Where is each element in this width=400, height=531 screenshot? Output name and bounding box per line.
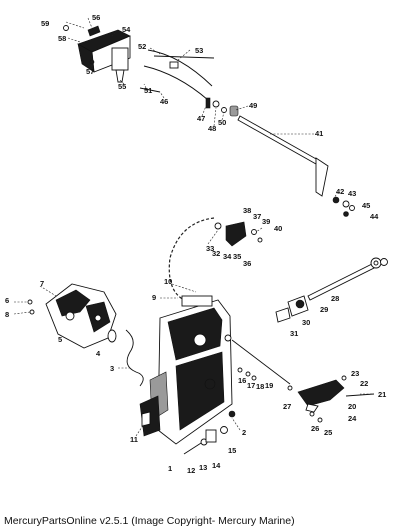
callout-10: 10: [164, 277, 172, 286]
callout-34: 34: [223, 252, 232, 261]
callout-3: 3: [110, 364, 114, 373]
callout-53: 53: [195, 46, 203, 55]
callout-50: 50: [218, 118, 226, 127]
leader-lines: [13, 17, 372, 437]
bracket-38: [214, 221, 263, 247]
callout-14: 14: [212, 461, 221, 470]
callout-30: 30: [302, 318, 310, 327]
callout-24: 24: [348, 414, 357, 423]
callout-32: 32: [212, 249, 220, 258]
wire-3: [125, 329, 144, 387]
callout-58: 58: [58, 34, 66, 43]
callout-4: 4: [96, 349, 101, 358]
callout-44: 44: [370, 212, 379, 221]
lever-assembly: [231, 339, 375, 423]
callout-21: 21: [378, 390, 386, 399]
callout-6: 6: [5, 296, 9, 305]
callout-19: 19: [265, 381, 273, 390]
callout-2: 2: [242, 428, 246, 437]
callout-33: 33: [206, 244, 214, 253]
callout-37: 37: [253, 212, 261, 221]
callout-39: 39: [262, 217, 270, 226]
callout-45: 45: [362, 201, 370, 210]
callout-15: 15: [228, 446, 236, 455]
shaft-28: [275, 257, 388, 323]
callout-7: 7: [40, 279, 44, 288]
callout-29: 29: [320, 305, 328, 314]
callout-47: 47: [197, 114, 205, 123]
handle-assembly: [63, 25, 131, 83]
callout-36: 36: [243, 259, 251, 268]
callout-54: 54: [122, 25, 131, 34]
connector-parts: [205, 97, 239, 117]
control-box: [139, 295, 233, 445]
callout-43: 43: [348, 189, 356, 198]
callout-25: 25: [324, 428, 332, 437]
callout-51: 51: [144, 86, 152, 95]
callout-31: 31: [290, 329, 298, 338]
callout-20: 20: [348, 402, 356, 411]
callout-57: 57: [86, 67, 94, 76]
callout-28: 28: [331, 294, 339, 303]
callout-38: 38: [243, 206, 251, 215]
shaft-41: [237, 115, 355, 217]
callout-59: 59: [41, 19, 49, 28]
callout-40: 40: [274, 224, 282, 233]
callout-48: 48: [208, 124, 216, 133]
callout-16: 16: [238, 376, 246, 385]
callout-22: 22: [360, 379, 368, 388]
callout-56: 56: [92, 13, 100, 22]
callout-18: 18: [256, 382, 264, 391]
callout-12: 12: [187, 466, 195, 475]
cable-guide: [139, 49, 215, 101]
callout-13: 13: [199, 463, 207, 472]
bottom-hardware: [141, 410, 236, 455]
side-cover: [27, 283, 117, 349]
callout-49: 49: [249, 101, 257, 110]
callout-26: 26: [311, 424, 319, 433]
callout-17: 17: [247, 381, 255, 390]
callout-52: 52: [138, 42, 146, 51]
callout-9: 9: [152, 293, 156, 302]
callout-1: 1: [168, 464, 172, 473]
callout-5: 5: [58, 335, 62, 344]
callout-35: 35: [233, 252, 241, 261]
callout-labels: 59 56 58 54 57 55 52 53 51 46 47 48 49 5…: [5, 13, 386, 475]
copyright-footer: MercuryPartsOnline v2.5.1 (Image Copyrig…: [4, 515, 295, 527]
callout-42: 42: [336, 187, 344, 196]
callout-8: 8: [5, 310, 9, 319]
callout-55: 55: [118, 82, 126, 91]
callout-46: 46: [160, 97, 168, 106]
callout-11: 11: [130, 435, 138, 444]
callout-23: 23: [351, 369, 359, 378]
callout-27: 27: [283, 402, 291, 411]
callout-41: 41: [315, 129, 323, 138]
